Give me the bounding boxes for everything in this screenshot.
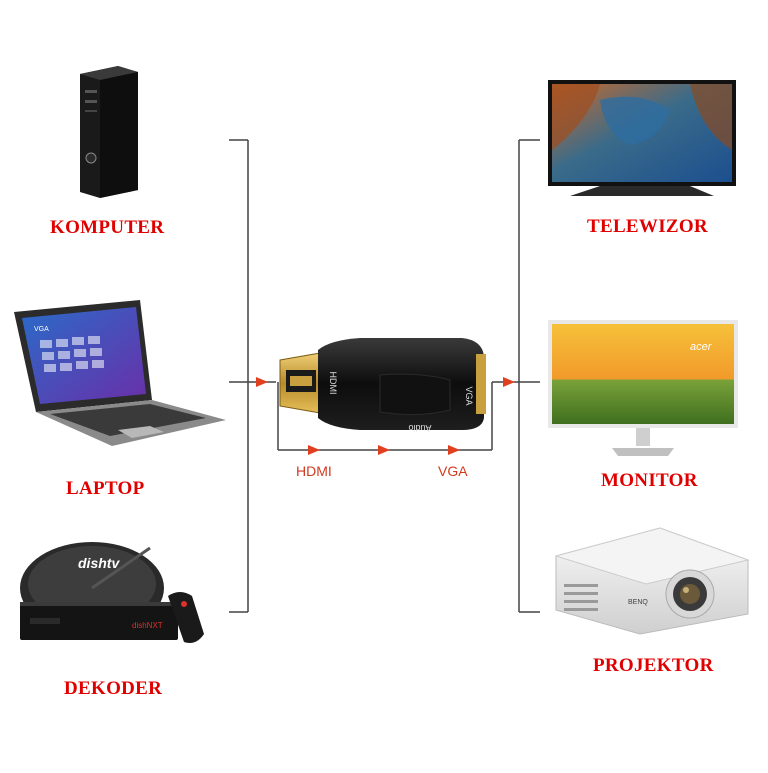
laptop-icon: VGA [14,300,226,446]
input-arrow [256,377,268,387]
monitor-label: MONITOR [601,470,698,491]
projector-label: PROJEKTOR [593,655,714,676]
satellite-decoder-icon: dishtv dishNXT [20,542,204,643]
computer-tower-icon [80,66,138,198]
monitor-icon: acer [548,320,738,456]
adapter-vga-port-label: VGA [464,386,474,405]
laptop-screen-text: VGA [34,326,49,333]
signal-input-label: HDMI [296,463,332,479]
hdmi-vga-adapter: HDMI VGA Audio [279,338,486,433]
projector-icon: BENQ [554,527,750,635]
television-icon [548,80,736,196]
tv-label: TELEWIZOR [587,216,708,237]
path-arrow-1 [308,445,320,455]
path-arrow-3 [448,445,460,455]
path-arrow-2 [378,445,390,455]
dish-brand-text: dishtv [78,555,120,571]
decoder-brand-text: dishNXT [132,621,163,630]
adapter-audio-port-label: Audio [408,423,431,433]
computer-label: KOMPUTER [50,217,165,238]
laptop-label: LAPTOP [66,478,145,499]
output-arrow [503,377,515,387]
adapter-hdmi-port-label: HDMI [328,372,338,395]
input-bracket [229,139,276,613]
output-bracket [492,139,540,613]
decoder-label: DEKODER [64,678,163,699]
signal-output-label: VGA [438,463,468,479]
monitor-brand-text: acer [690,341,713,353]
projector-brand-text: BENQ [628,599,648,606]
